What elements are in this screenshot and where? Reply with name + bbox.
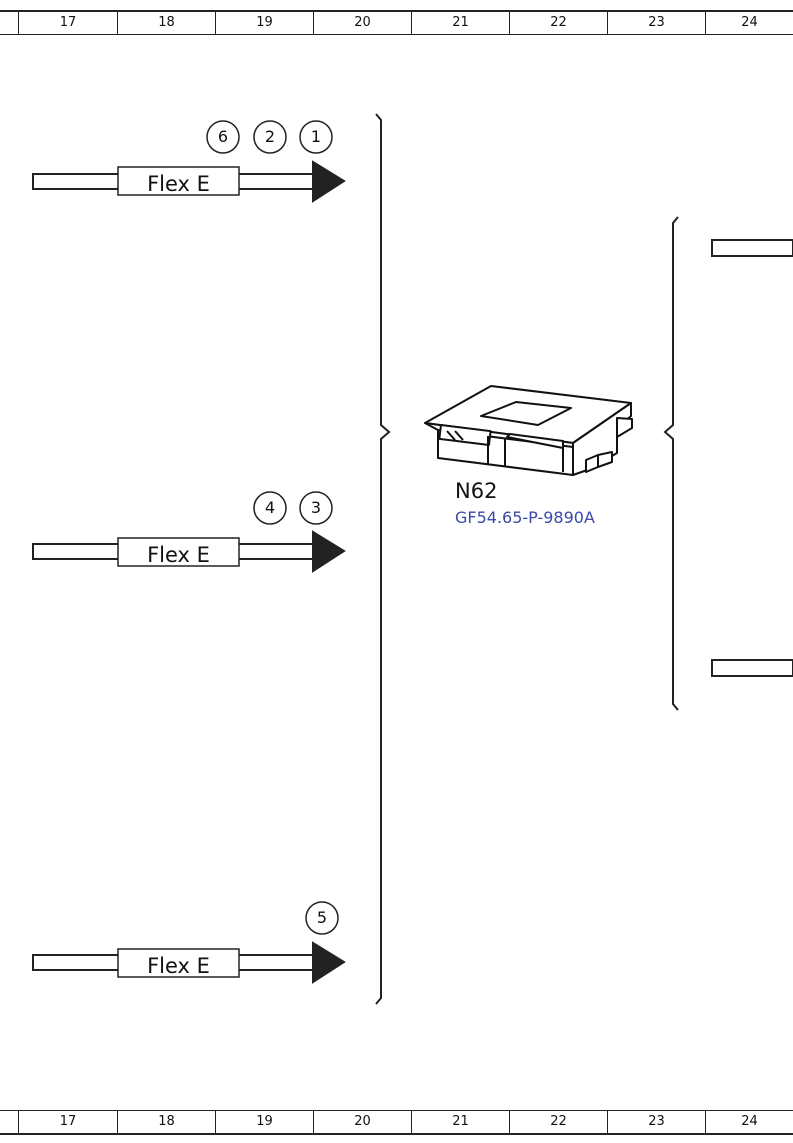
ruler-col-24: 24 bbox=[741, 15, 758, 30]
ruler-col-19: 19 bbox=[256, 15, 273, 30]
component-reference-link[interactable]: GF54.65-P-9890A bbox=[455, 508, 595, 527]
connector-arrow-2[interactable] bbox=[32, 530, 346, 573]
ruler-col-18: 18 bbox=[158, 1114, 175, 1129]
callout-6[interactable]: 6 bbox=[217, 127, 229, 146]
connector-label-2: Flex E bbox=[147, 543, 210, 567]
ruler-col-21: 21 bbox=[452, 15, 469, 30]
callout-3[interactable]: 3 bbox=[310, 498, 322, 517]
ruler-col-21: 21 bbox=[452, 1114, 469, 1129]
ruler-col-22: 22 bbox=[550, 1114, 567, 1129]
brace-left bbox=[375, 113, 391, 1005]
ruler-col-20: 20 bbox=[354, 1114, 371, 1129]
wire-stub-bottom-right bbox=[711, 659, 793, 677]
control-unit-icon[interactable] bbox=[424, 385, 633, 476]
connector-arrow-1[interactable] bbox=[32, 160, 346, 203]
ruler-col-18: 18 bbox=[158, 15, 175, 30]
callout-2[interactable]: 2 bbox=[264, 127, 276, 146]
callout-5[interactable]: 5 bbox=[316, 908, 328, 927]
ruler-col-19: 19 bbox=[256, 1114, 273, 1129]
component-code: N62 bbox=[455, 479, 498, 503]
callout-circle-6 bbox=[206, 120, 240, 154]
callout-circle-5 bbox=[305, 901, 339, 935]
ruler-col-17: 17 bbox=[59, 15, 77, 30]
column-ruler-bottom: 17 18 19 20 21 22 23 24 bbox=[0, 1110, 793, 1135]
ruler-col-20: 20 bbox=[354, 15, 371, 30]
callout-circle-2 bbox=[253, 120, 287, 154]
callout-circle-1 bbox=[299, 120, 333, 154]
callout-4[interactable]: 4 bbox=[264, 498, 276, 517]
connector-arrow-3[interactable] bbox=[32, 941, 346, 984]
ruler-col-22: 22 bbox=[550, 15, 567, 30]
callout-circle-3 bbox=[299, 491, 333, 525]
wire-stub-top-right bbox=[711, 239, 793, 257]
ruler-col-17: 17 bbox=[59, 1114, 77, 1129]
brace-right bbox=[663, 216, 679, 711]
ruler-col-24: 24 bbox=[741, 1114, 758, 1129]
callout-circle-4 bbox=[253, 491, 287, 525]
ruler-col-23: 23 bbox=[648, 1114, 665, 1129]
column-ruler-top: 17 18 19 20 21 22 23 24 bbox=[0, 10, 793, 35]
callout-1[interactable]: 1 bbox=[310, 127, 322, 146]
connector-label-3: Flex E bbox=[147, 954, 210, 978]
connector-label-1: Flex E bbox=[147, 172, 210, 196]
ruler-col-23: 23 bbox=[648, 15, 665, 30]
